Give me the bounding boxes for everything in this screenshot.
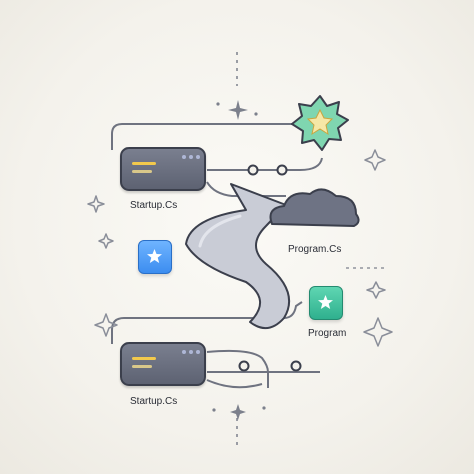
- sparkle-icon: [364, 149, 386, 171]
- connector-node: [276, 164, 288, 176]
- startup-bottom-label: Startup.Cs: [130, 396, 178, 407]
- sparkle-icon: [230, 404, 246, 420]
- star-tile-icon: [138, 240, 172, 274]
- server-icon: [120, 147, 206, 191]
- server-bar: [132, 162, 156, 165]
- connector-bottom-tail: [206, 379, 263, 389]
- server-led: [189, 350, 193, 354]
- server-led: [182, 350, 186, 354]
- program-label: Program: [308, 328, 347, 339]
- connector-cloud-link: [206, 181, 286, 197]
- server-bar: [132, 365, 152, 368]
- curved-arrow-icon: [185, 183, 291, 329]
- sparkle-icon: [363, 317, 393, 347]
- connector-bottom-arc: [111, 301, 303, 344]
- star-badge-icon: [291, 95, 349, 151]
- server-led: [189, 155, 193, 159]
- cloud-icon: [269, 188, 360, 227]
- connector-node: [247, 164, 259, 176]
- connector-node: [290, 360, 302, 372]
- server-led: [196, 350, 200, 354]
- server-bar: [132, 170, 152, 173]
- server-bar: [132, 357, 156, 360]
- dot-decoration: [216, 102, 220, 106]
- sparkle-icon: [366, 281, 386, 299]
- connector-bottom-link: [206, 349, 269, 388]
- server-icon: [120, 342, 206, 386]
- server-led: [196, 155, 200, 159]
- program-cs-label: Program.Cs: [288, 244, 342, 255]
- sparkle-icon: [94, 313, 118, 337]
- sparkle-icon: [228, 100, 248, 120]
- sparkle-icon: [87, 195, 105, 213]
- dot-decoration: [212, 408, 216, 412]
- connector-node: [238, 360, 250, 372]
- star-tile-icon: [309, 286, 343, 320]
- sparkle-icon: [98, 233, 114, 249]
- startup-top-label: Startup.Cs: [130, 200, 178, 211]
- connector-top-link: [207, 157, 323, 171]
- dot-decoration: [254, 112, 258, 116]
- server-led: [182, 155, 186, 159]
- dot-decoration: [262, 406, 266, 410]
